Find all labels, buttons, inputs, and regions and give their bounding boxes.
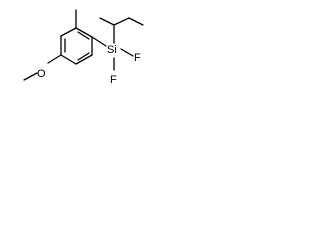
ring-bond-bottom-left <box>60 54 77 65</box>
oxygen-to-methyl-bond <box>23 72 38 81</box>
fluorine-bottom-atom-label: F <box>110 74 117 86</box>
ring-bond-bottom-right <box>75 54 93 65</box>
chemical-structure-diagram: O Si F F <box>23 9 144 86</box>
ch-to-ethyl-bond <box>113 17 130 26</box>
ethyl-bond <box>128 17 144 26</box>
ring-bond-top-left <box>60 27 77 37</box>
fluorine-right-atom-label: F <box>134 52 141 64</box>
silicon-atom-label: Si <box>107 44 117 56</box>
ring-double-bond-lower-right <box>77 52 90 61</box>
ch-to-methyl-bond <box>99 17 115 26</box>
benzene-ring <box>60 27 93 65</box>
ring-to-oxygen-bond <box>47 54 62 64</box>
oxygen-atom-label: O <box>37 68 46 80</box>
ring-bond-top-right <box>75 27 93 38</box>
ring-to-silicon-bond <box>91 36 107 47</box>
ring-double-bond-upper-right <box>77 31 90 40</box>
silicon-to-fluorine-right-bond <box>120 48 134 57</box>
